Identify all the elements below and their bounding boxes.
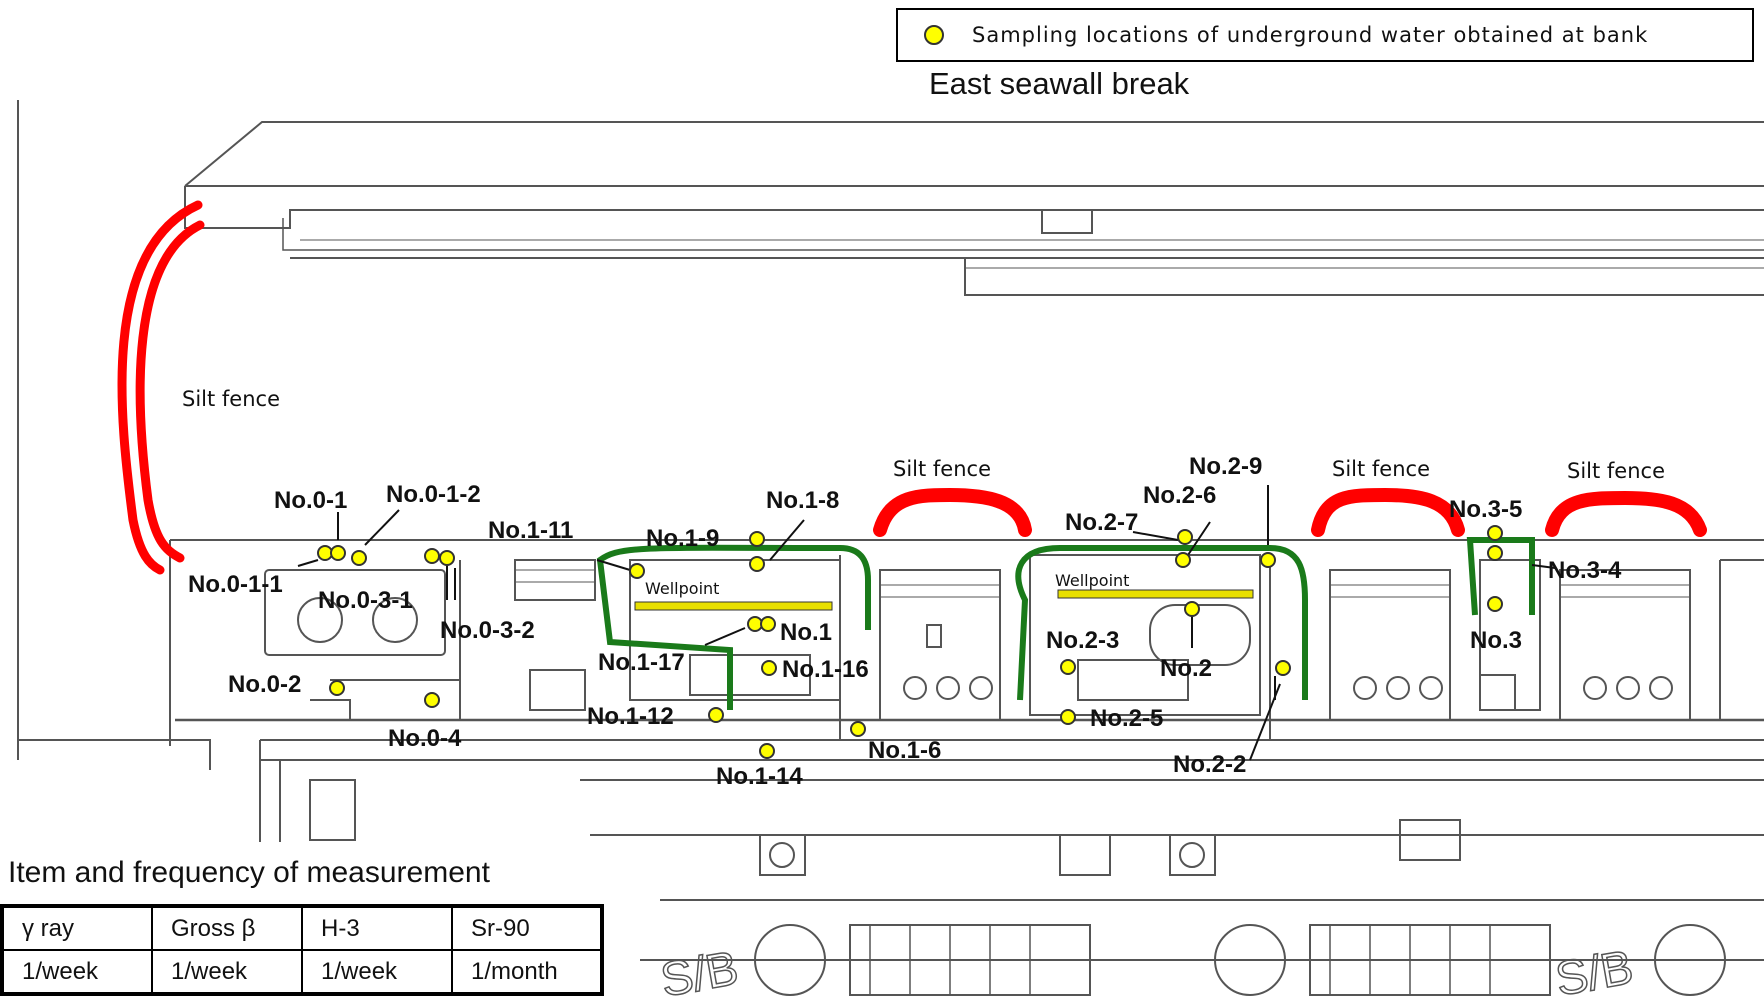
measurement-title: Item and frequency of measurement [8, 856, 490, 889]
sampling-point[interactable] [1177, 529, 1193, 545]
building-labels: S/B S/B [656, 940, 1638, 1006]
sampling-location-marker-icon [924, 25, 944, 45]
sampling-point[interactable] [760, 616, 776, 632]
sampling-point[interactable] [424, 548, 440, 564]
silt-fence-label-unit2: Silt fence [1332, 457, 1430, 481]
silt-fence-label-unit3: Silt fence [1567, 459, 1665, 483]
freq-gross-beta: 1/week [151, 949, 303, 995]
label-no-0-4: No.0-4 [388, 725, 462, 752]
label-no-0-3-1: No.0-3-1 [318, 587, 413, 614]
wall-unit3 [1466, 537, 1535, 616]
sampling-point[interactable] [1487, 596, 1503, 612]
sampling-point[interactable] [850, 721, 866, 737]
sampling-point[interactable] [761, 660, 777, 676]
silt-fence-west-outer [117, 200, 203, 575]
wellpoints: Wellpoint Wellpoint [634, 571, 1254, 611]
building-label-sb-2: S/B [1552, 941, 1637, 1006]
sampling-point[interactable] [1060, 659, 1076, 675]
sampling-point[interactable] [747, 616, 763, 632]
wellpoint-bar-unit1 [634, 601, 833, 611]
freq-h3: 1/week [301, 949, 453, 995]
label-no-1-14: No.1-14 [716, 763, 803, 790]
label-no-0-1: No.0-1 [274, 487, 347, 514]
legend-text: Sampling locations of underground water … [972, 23, 1649, 47]
wall-unit2 [1015, 545, 1308, 701]
sampling-point[interactable] [317, 545, 333, 561]
sampling-point[interactable] [351, 550, 367, 566]
header-sr90: Sr-90 [451, 905, 603, 951]
label-no-3-4: No.3-4 [1548, 557, 1622, 584]
sampling-point[interactable] [1184, 601, 1200, 617]
label-no-0-1-1: No.0-1-1 [188, 571, 283, 598]
label-no-0-2: No.0-2 [228, 671, 301, 698]
label-no-0-1-2: No.0-1-2 [386, 481, 481, 508]
header-gamma-ray: γ ray [1, 905, 153, 951]
map-title: East seawall break [929, 66, 1190, 101]
silt-fence-unit3 [1545, 490, 1707, 537]
sampling-point[interactable] [330, 545, 346, 561]
building-label-sb-1: S/B [657, 942, 742, 1006]
sampling-point[interactable] [749, 531, 765, 547]
wall-unit1 [596, 544, 871, 710]
silt-fence-label-west: Silt fence [182, 387, 280, 411]
sampling-point[interactable] [1487, 545, 1503, 561]
sampling-point[interactable] [749, 556, 765, 572]
sampling-point[interactable] [1275, 660, 1291, 676]
silt-fence-unit1 [873, 487, 1032, 537]
freq-sr90: 1/month [451, 949, 603, 995]
label-no-1-12: No.1-12 [587, 703, 674, 730]
label-no-1-8: No.1-8 [766, 487, 839, 514]
table-row: γ ray Gross β H-3 Sr-90 [1, 905, 603, 951]
silt-fence-label-unit1: Silt fence [893, 457, 991, 481]
sampling-point[interactable] [329, 680, 345, 696]
wellpoint-bar-unit2 [1057, 589, 1254, 599]
silt-fence-unit2 [1311, 487, 1465, 537]
label-no-3: No.3 [1470, 627, 1522, 654]
sampling-point[interactable] [1175, 552, 1191, 568]
label-no-1-17: No.1-17 [598, 649, 685, 676]
wellpoint-label-unit2: Wellpoint [1055, 571, 1129, 590]
silt-fence-labels: Silt fence Silt fence Silt fence Silt fe… [182, 387, 1665, 483]
label-no-1-11: No.1-11 [488, 517, 573, 544]
sampling-points [317, 525, 1503, 759]
leader-lines [297, 485, 1556, 761]
label-no-2-3: No.2-3 [1046, 627, 1119, 654]
header-gross-beta: Gross β [151, 905, 303, 951]
sampling-point[interactable] [439, 550, 455, 566]
label-no-0-3-2: No.0-3-2 [440, 617, 535, 644]
label-no-2-6: No.2-6 [1143, 482, 1216, 509]
label-no-1-9: No.1-9 [646, 525, 719, 552]
legend: Sampling locations of underground water … [896, 8, 1754, 62]
sampling-point[interactable] [424, 692, 440, 708]
label-no-2-9: No.2-9 [1189, 453, 1262, 480]
label-no-1-16: No.1-16 [782, 656, 869, 683]
label-no-2-5: No.2-5 [1090, 705, 1163, 732]
sampling-point[interactable] [1260, 552, 1276, 568]
table-row: 1/week 1/week 1/week 1/month [1, 949, 603, 995]
sampling-point[interactable] [708, 707, 724, 723]
sampling-point[interactable] [1487, 525, 1503, 541]
sampling-point[interactable] [759, 743, 775, 759]
label-no-1: No.1 [780, 619, 832, 646]
label-no-1-6: No.1-6 [868, 737, 941, 764]
header-h3: H-3 [301, 905, 453, 951]
label-no-3-5: No.3-5 [1449, 496, 1522, 523]
label-no-2: No.2 [1160, 655, 1212, 682]
sampling-point-labels: No.0-1 No.0-1-2 No.0-1-1 No.0-3-1 No.0-3… [188, 453, 1622, 790]
measurement-panel: Item and frequency of measurement γ ray … [0, 842, 640, 1006]
wellpoint-label-unit1: Wellpoint [645, 579, 719, 598]
impermeable-walls [596, 537, 1535, 710]
silt-fence-west-inner [135, 220, 205, 563]
sampling-point[interactable] [1060, 709, 1076, 725]
label-no-2-7: No.2-7 [1065, 509, 1138, 536]
label-no-2-2: No.2-2 [1173, 751, 1246, 778]
freq-gamma-ray: 1/week [1, 949, 153, 995]
silt-fences [117, 200, 1707, 575]
sampling-point[interactable] [629, 563, 645, 579]
measurement-table: γ ray Gross β H-3 Sr-90 1/week 1/week 1/… [0, 904, 604, 996]
